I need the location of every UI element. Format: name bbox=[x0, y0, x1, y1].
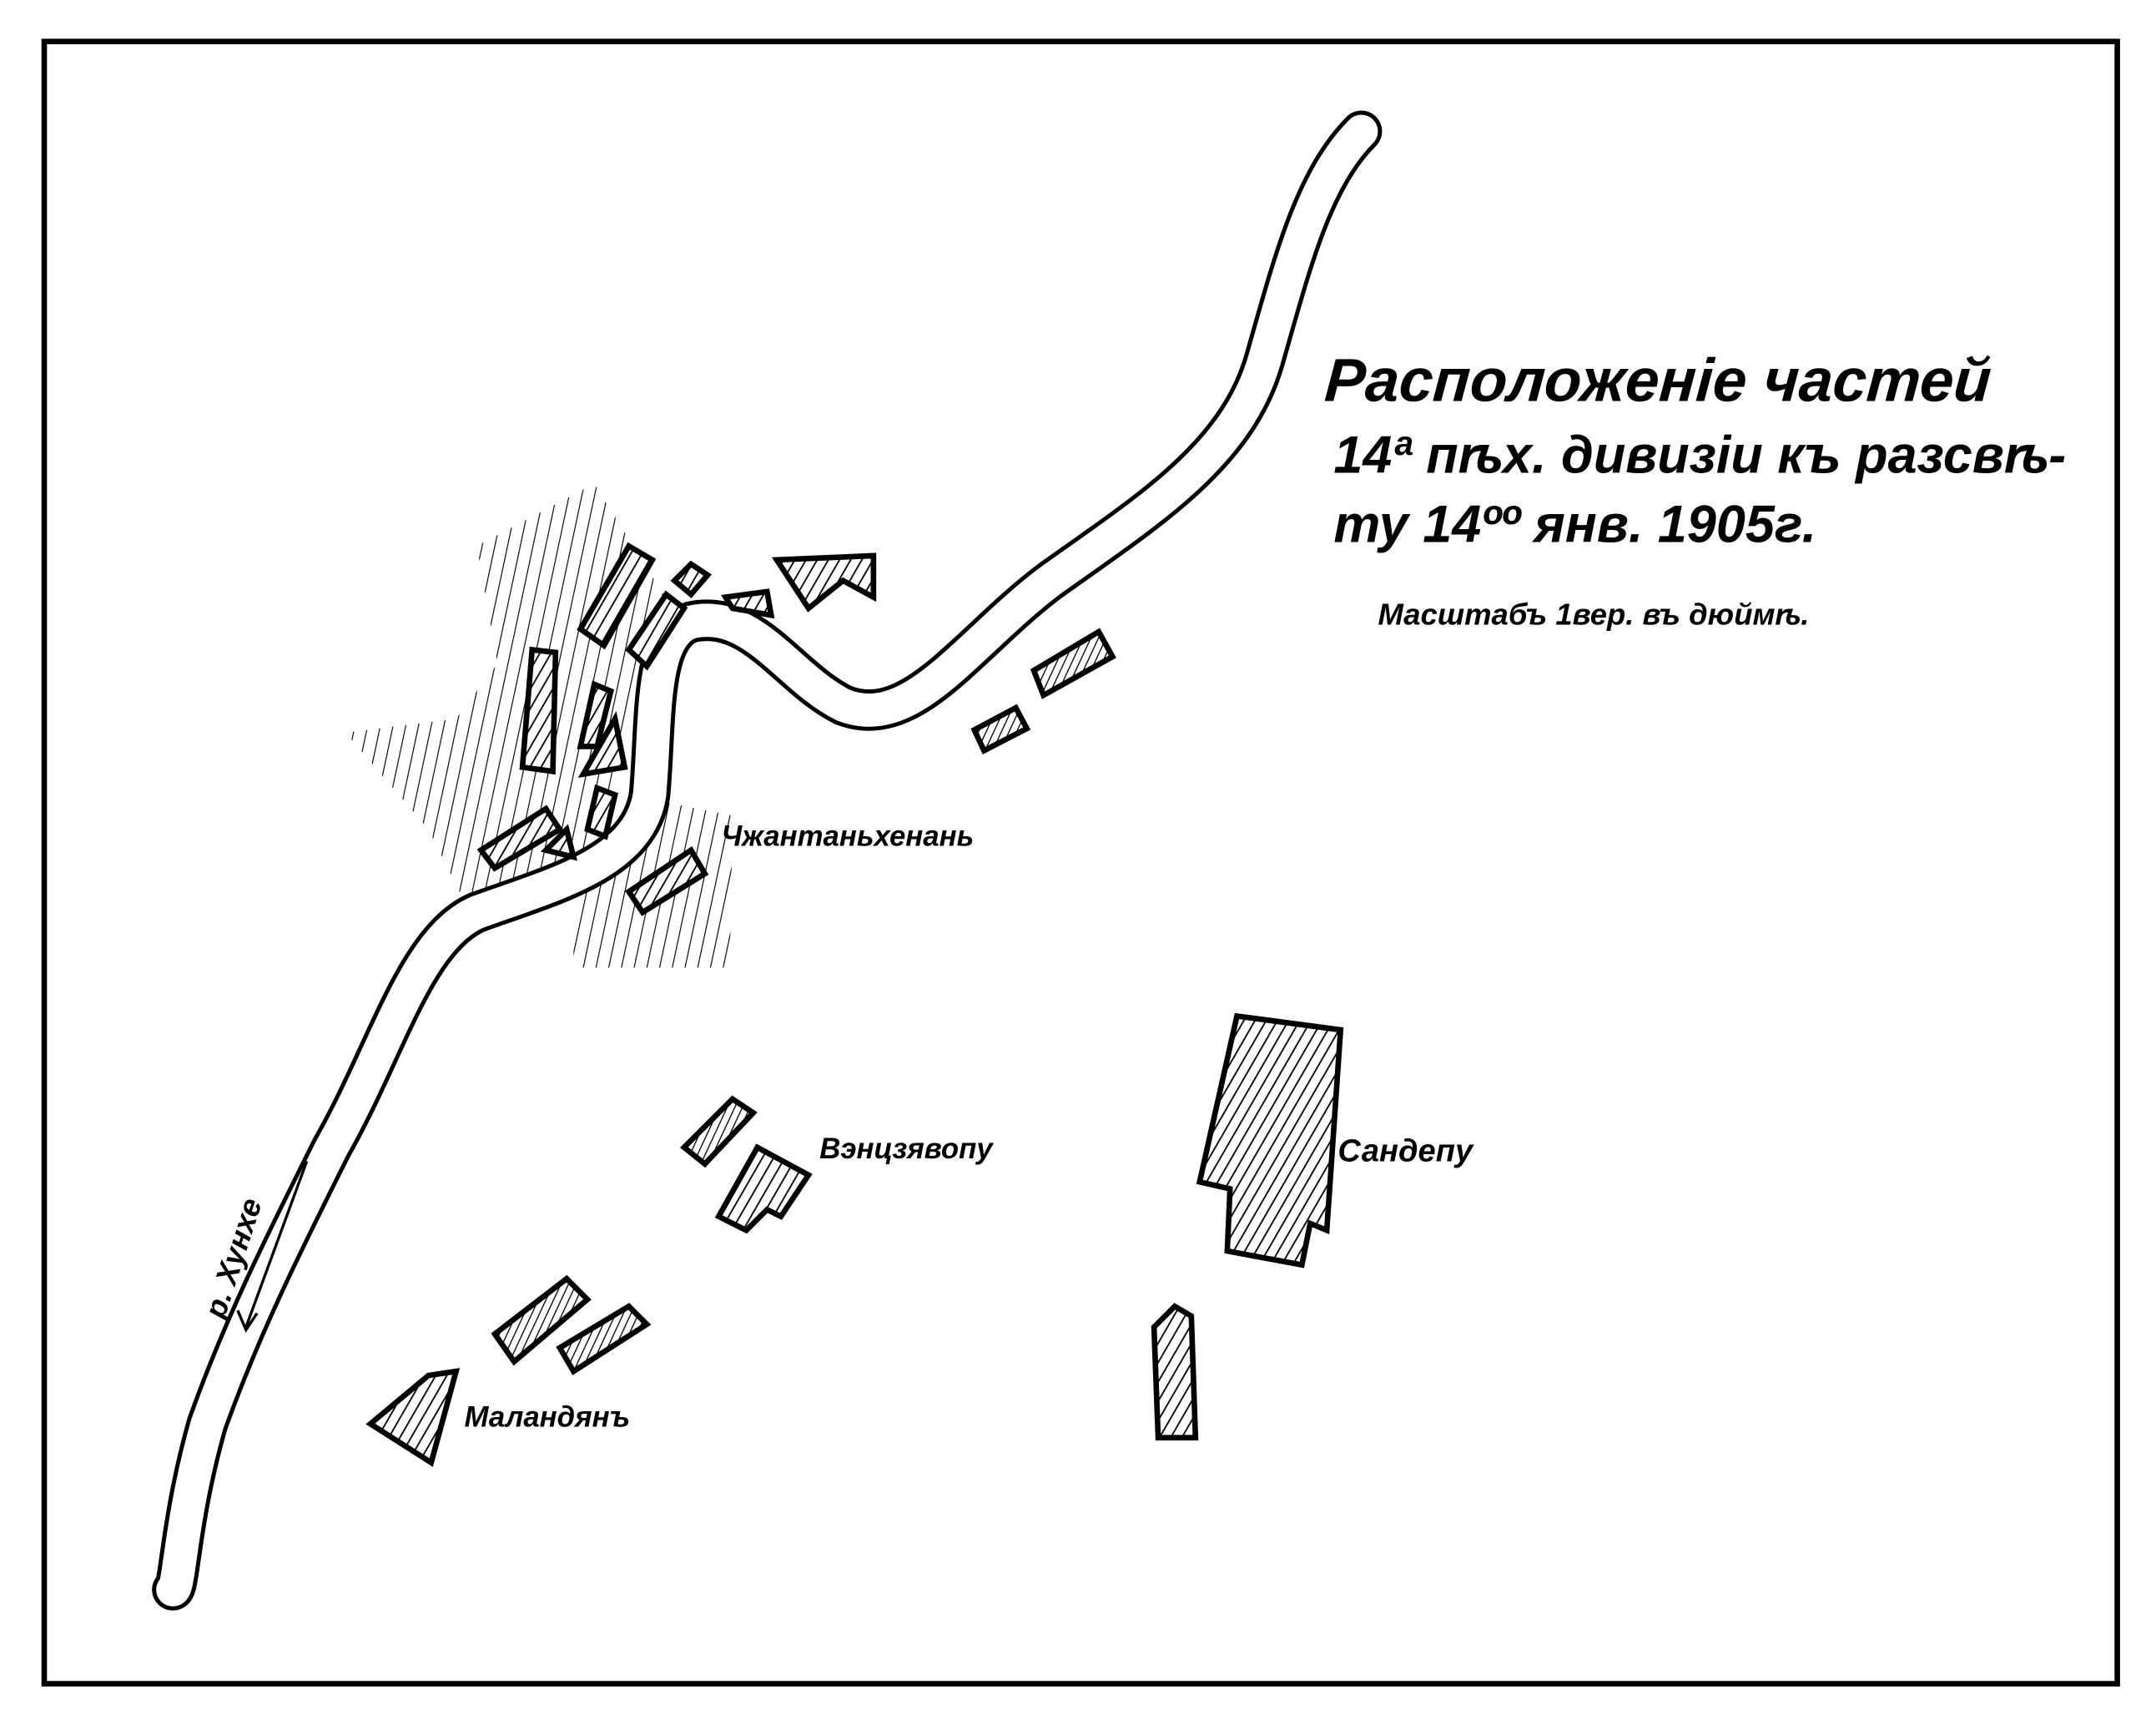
village-terrain-hatching bbox=[345, 483, 664, 913]
place-label-venczyavopu: Вэнцзявопу bbox=[819, 1133, 994, 1165]
map-title-line-2: 14ª пѣх. дивизіи къ разсвѣ- bbox=[1333, 426, 2066, 485]
place-label-sandepu: Сандепу bbox=[1337, 1133, 1474, 1168]
scale-note: Масштабъ 1вер. въ дюймѣ. bbox=[1378, 598, 1809, 632]
arrow-head-icon bbox=[236, 1309, 259, 1333]
map-title-line-3: ту 14ºº янв. 1905г. bbox=[1333, 495, 1816, 553]
place-label-chzhantanhenan: Чжантаньхенань bbox=[722, 821, 975, 853]
map-frame bbox=[41, 38, 2120, 1687]
map-title-line-1: Расположеніе частей bbox=[1322, 346, 1993, 414]
village-center-buildings bbox=[365, 1012, 1344, 1467]
place-label-malandyan: Маландянъ bbox=[465, 1401, 631, 1433]
village-north-buildings bbox=[476, 542, 1116, 916]
river-hunhe bbox=[152, 110, 1383, 1611]
river-flow-arrow bbox=[244, 1160, 309, 1328]
